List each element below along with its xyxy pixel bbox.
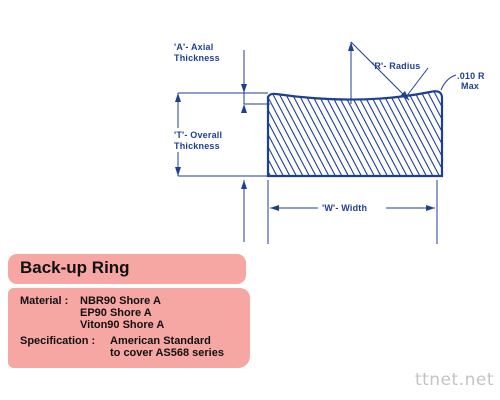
max-radius-label-line2: Max xyxy=(461,81,480,91)
hatch-line xyxy=(268,91,273,176)
hatch-line xyxy=(404,91,442,176)
hatch-line xyxy=(332,91,384,176)
specification-value: to cover AS568 series xyxy=(110,347,224,359)
specification-value: American Standard xyxy=(110,335,211,347)
overall-arrow-bottom xyxy=(175,167,181,176)
hatch-line xyxy=(268,91,299,176)
hatch-line xyxy=(319,91,371,176)
hatch-line xyxy=(384,91,436,176)
radius-arrow-top xyxy=(348,42,354,51)
hatch-line xyxy=(268,91,293,176)
hatch-line xyxy=(397,91,442,176)
hatch-line xyxy=(287,91,338,176)
max-radius-label-line1: .010 R xyxy=(457,71,485,81)
hatch-line xyxy=(293,91,345,176)
axial-arrow-up xyxy=(241,84,247,93)
hatch-line xyxy=(417,91,442,176)
product-title: Back-up Ring xyxy=(20,258,130,277)
hatch-line xyxy=(280,91,332,176)
axial-thickness-label-line2: Thickness xyxy=(174,53,220,63)
overall-thickness-label-line2: Thickness xyxy=(174,141,220,151)
specification-label: Specification : xyxy=(20,335,96,347)
width-arrow-right xyxy=(426,205,435,211)
hatch-line xyxy=(345,91,397,176)
hatch-line xyxy=(268,91,306,176)
hatch-line xyxy=(365,91,416,176)
hatch-line xyxy=(391,91,442,176)
radius-leader-arrow xyxy=(350,41,410,101)
hatch-line xyxy=(313,91,364,176)
hatch-line xyxy=(352,91,403,176)
overall-arrow-top xyxy=(175,93,181,102)
hatch-line xyxy=(358,91,410,176)
hatch-line xyxy=(274,91,325,176)
radius-label-leader xyxy=(405,67,429,98)
hatch-line xyxy=(430,91,442,176)
hatch-line xyxy=(371,91,423,176)
hatch-line xyxy=(216,85,266,180)
site-watermark: ttnet.net xyxy=(414,370,494,390)
hatch-line xyxy=(339,91,390,176)
hatch-line xyxy=(378,91,429,176)
width-arrow-left xyxy=(270,205,279,211)
material-value: NBR90 Shore A xyxy=(80,295,161,307)
width-label: 'W'- Width xyxy=(322,203,368,213)
hatch-line xyxy=(326,91,377,176)
title-panel: Back-up Ring xyxy=(8,254,246,284)
material-value: EP90 Shore A xyxy=(80,307,152,319)
hatch-line xyxy=(306,91,358,176)
spec-panel: Material : NBR90 Shore A EP90 Shore A Vi… xyxy=(8,288,250,368)
hatch-line xyxy=(300,91,351,176)
material-label: Material : xyxy=(20,295,69,307)
hatch-line xyxy=(450,85,500,180)
axial-arrow-down xyxy=(241,104,247,113)
hatch-line xyxy=(410,91,442,176)
hatch-line xyxy=(268,91,319,176)
axial-thickness-label-line1: 'A'- Axial xyxy=(174,42,214,52)
material-value: Viton90 Shore A xyxy=(80,319,165,331)
radius-arrowhead xyxy=(400,91,409,100)
radius-label: 'R'- Radius xyxy=(372,61,421,71)
max-radius-leader xyxy=(440,74,457,91)
hatch-line xyxy=(268,91,312,176)
hatch-line xyxy=(444,85,494,180)
hatch-line xyxy=(423,91,442,176)
backup-ring-cross-section-diagram xyxy=(175,41,500,244)
section-hatching xyxy=(216,85,500,180)
bottom-arrow-up xyxy=(241,180,247,189)
hatch-line xyxy=(268,91,286,176)
hatch-line xyxy=(457,85,500,180)
hatch-line xyxy=(268,91,280,176)
hatch-line xyxy=(436,91,442,176)
overall-thickness-label-line1: 'T'- Overall xyxy=(174,130,223,140)
